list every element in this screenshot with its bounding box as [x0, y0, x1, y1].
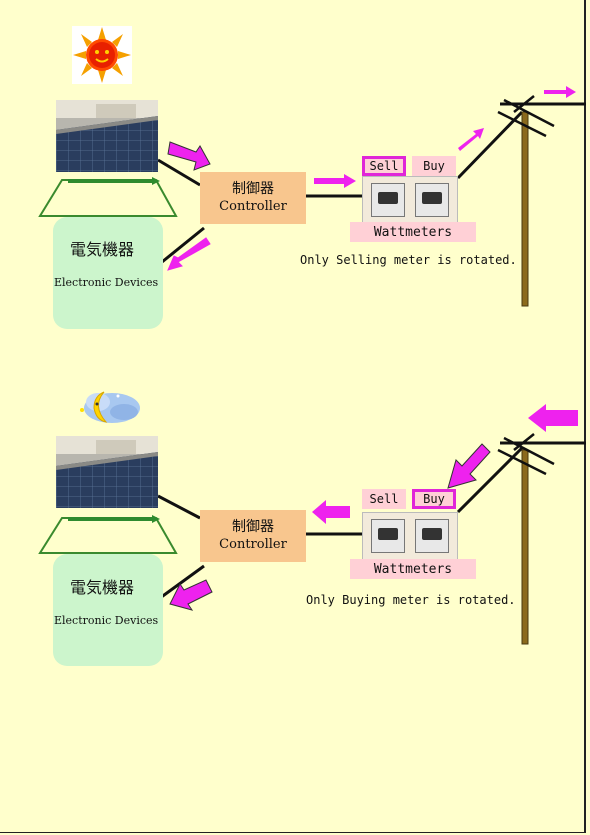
day-arrow-controller-to-meter	[314, 174, 356, 188]
day-arrow-to-grid	[544, 86, 576, 98]
night-solar-panel-image	[56, 436, 158, 508]
day-devices-label-en: Electronic Devices	[54, 276, 159, 289]
day-sell-meter-unit	[371, 183, 405, 217]
night-controller-label-jp: 制御器	[232, 519, 274, 535]
night-arrow-from-grid	[528, 404, 578, 432]
day-roof-outline	[38, 177, 178, 217]
night-note: Only Buying meter is rotated.	[306, 593, 516, 607]
night-wattmeter-image	[362, 512, 458, 560]
night-electronic-devices-box	[53, 554, 163, 666]
day-buy-meter-unit	[415, 183, 449, 217]
day-solar-panel-image	[56, 100, 158, 172]
night-arrow-pole-to-meter	[447, 443, 491, 489]
day-wire-meter-pole	[456, 110, 524, 180]
night-controller-label-en: Controller	[219, 537, 287, 552]
day-utility-pole	[497, 95, 555, 307]
night-devices-label-en: Electronic Devices	[54, 614, 159, 627]
night-meter-buy-tag: Buy	[412, 489, 456, 509]
night-wire-controller-devices	[159, 564, 205, 600]
day-meter-sell-tag: Sell	[362, 156, 406, 176]
day-arrow-panel-to-controller	[167, 141, 211, 171]
night-buy-meter-unit	[415, 519, 449, 553]
day-controller: 制御器 Controller	[200, 172, 306, 224]
day-electronic-devices-box	[53, 217, 163, 329]
night-controller: 制御器 Controller	[200, 510, 306, 562]
day-wattmeters-label: Wattmeters	[350, 222, 476, 242]
day-note: Only Selling meter is rotated.	[300, 253, 517, 267]
night-arrow-to-devices	[169, 579, 213, 611]
day-controller-label-en: Controller	[219, 199, 287, 214]
night-utility-pole	[497, 433, 555, 645]
night-wire-panel-controller	[157, 494, 201, 520]
night-sell-meter-unit	[371, 519, 405, 553]
day-controller-label-jp: 制御器	[232, 181, 274, 197]
night-roof-outline	[38, 515, 178, 554]
day-arrow-meter-to-pole	[458, 128, 484, 151]
day-wire-controller-devices	[161, 226, 205, 264]
night-wattmeters-label: Wattmeters	[350, 559, 476, 579]
night-arrow-meter-to-controller	[312, 500, 350, 524]
day-wattmeter-image	[362, 176, 458, 224]
night-wire-meter-pole	[456, 446, 524, 514]
night-meter-sell-tag: Sell	[362, 489, 406, 509]
day-wire-panel-controller	[157, 158, 201, 187]
day-meter-buy-tag: Buy	[412, 156, 456, 176]
moon-icon	[78, 388, 142, 428]
night-devices-label-jp: 電気機器	[70, 578, 135, 597]
day-arrow-to-devices	[167, 237, 211, 271]
sun-icon	[72, 26, 132, 84]
day-devices-label-jp: 電気機器	[70, 240, 135, 259]
